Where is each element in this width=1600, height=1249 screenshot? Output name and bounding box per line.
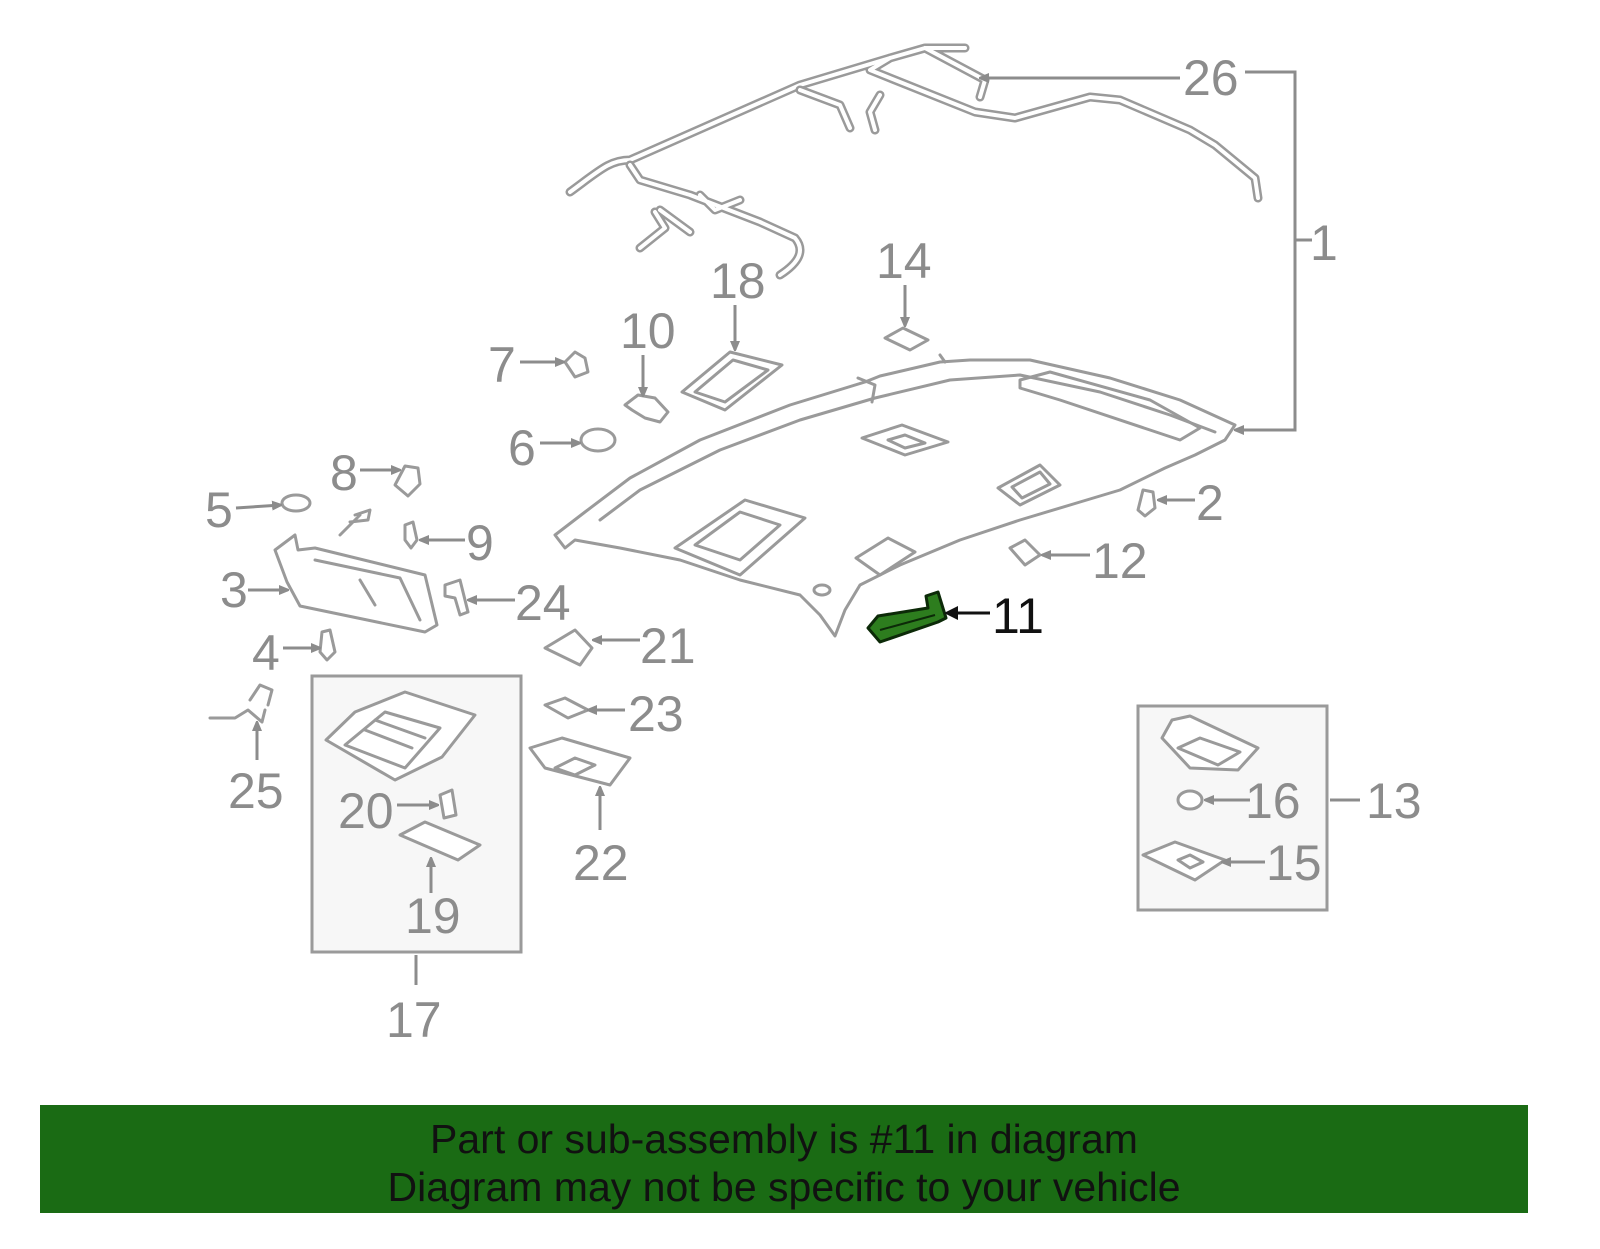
callout-24: 24 [515,575,571,631]
part-6-grommet [579,427,617,453]
callout-25: 25 [228,763,284,819]
callout-10: 10 [620,303,676,359]
part-10-bracket [623,393,670,424]
part-14-pad [883,326,930,352]
callout-26: 26 [1183,50,1239,106]
callout-3: 3 [220,562,248,618]
part-18-lamp [680,350,784,412]
part-7-clip [563,350,590,379]
callout-8: 8 [330,445,358,501]
part-5-washer [280,493,312,513]
part-24-clip [443,578,470,617]
banner-line-1: Part or sub-assembly is #11 in diagram [430,1116,1138,1162]
info-banner: Part or sub-assembly is #11 in diagram D… [40,1105,1528,1213]
callout-12: 12 [1092,533,1148,589]
callout-5: 5 [205,482,233,538]
callout-2: 2 [1196,475,1224,531]
part-8-clip [393,464,422,498]
callout-21: 21 [640,618,696,674]
part-3-visor [273,508,439,634]
callout-4: 4 [252,625,280,681]
callout-7: 7 [488,337,516,393]
callout-18: 18 [710,253,766,309]
part-12-clip [1008,538,1042,567]
callout-19: 19 [405,888,461,944]
callout-22: 22 [573,835,629,891]
callout-20: 20 [338,783,394,839]
callouts: 26 1 14 18 10 7 6 8 5 9 2 12 3 24 11 4 2… [205,50,1422,1048]
part-25-harness [208,683,274,724]
callout-15: 15 [1266,835,1322,891]
callout-11: 11 [992,588,1044,644]
part-11-highlighted[interactable] [866,590,948,644]
callout-14: 14 [876,233,932,289]
callout-17: 17 [386,992,442,1048]
part-2-fastener [1136,488,1157,518]
callout-9: 9 [466,515,494,571]
part-22-bezel [528,736,632,787]
part-23-pad [543,696,590,720]
part-9-screw [403,520,419,550]
callout-16: 16 [1245,773,1301,829]
leader-11 [944,606,990,620]
headliner [553,353,1237,638]
callout-23: 23 [628,686,684,742]
group-box-17 [310,674,523,954]
part-21-pad [543,628,594,667]
callout-6: 6 [508,420,536,476]
banner-line-2: Diagram may not be specific to your vehi… [387,1164,1181,1210]
group-box-13 [1136,704,1329,912]
part-4-screw [318,628,337,662]
leader-lines [235,70,1360,985]
callout-13: 13 [1366,773,1422,829]
callout-1: 1 [1310,215,1338,271]
